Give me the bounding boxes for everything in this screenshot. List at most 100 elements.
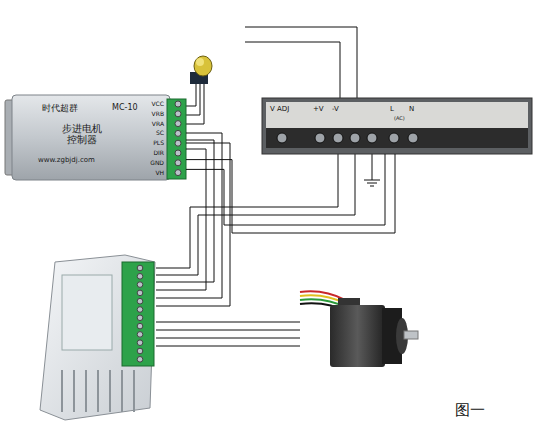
pin-name: DIR bbox=[153, 150, 164, 156]
power-supply-housing bbox=[262, 98, 532, 154]
fin bbox=[133, 370, 135, 412]
fin bbox=[97, 370, 99, 412]
terminal-block bbox=[167, 99, 186, 179]
wire bbox=[186, 84, 204, 124]
wire bbox=[156, 152, 338, 268]
fin bbox=[73, 370, 75, 412]
driver-label-panel bbox=[62, 275, 112, 350]
screw bbox=[175, 121, 181, 127]
wire bbox=[156, 143, 230, 306]
ground-bar bbox=[367, 183, 377, 184]
node-text: V ADJ bbox=[270, 106, 289, 114]
terminal-screws bbox=[277, 133, 418, 143]
power-supply-box: V ADJ +V -V L N (AC) bbox=[262, 98, 532, 154]
node-text: (AC) bbox=[394, 116, 405, 122]
screw bbox=[333, 133, 343, 143]
screw bbox=[389, 133, 399, 143]
terminal-row bbox=[266, 128, 528, 148]
screw bbox=[408, 133, 418, 143]
wire bbox=[245, 27, 357, 104]
screw bbox=[137, 274, 143, 280]
node-text: +V bbox=[313, 106, 324, 114]
power-wire bbox=[186, 154, 395, 233]
motor-body bbox=[330, 305, 385, 367]
screw bbox=[175, 170, 181, 176]
screw bbox=[175, 160, 181, 166]
screw bbox=[367, 133, 377, 143]
screw bbox=[137, 298, 143, 304]
stepper-motor bbox=[300, 291, 418, 367]
screw bbox=[137, 323, 143, 329]
screw bbox=[137, 348, 143, 354]
ground-bar bbox=[370, 186, 374, 187]
fin bbox=[121, 370, 123, 412]
wire bbox=[245, 42, 340, 104]
pin-name: PLS bbox=[153, 140, 164, 146]
screw bbox=[137, 265, 143, 271]
screw bbox=[137, 282, 143, 288]
node-text: www.zgbjdj.com bbox=[38, 157, 95, 165]
screw bbox=[137, 290, 143, 296]
screw bbox=[137, 307, 143, 313]
screw bbox=[175, 130, 181, 136]
screw bbox=[350, 133, 360, 143]
heat-fins bbox=[62, 370, 134, 412]
controller-body bbox=[12, 95, 170, 180]
power-wires bbox=[156, 152, 355, 275]
ground-bar bbox=[364, 180, 380, 181]
screw bbox=[137, 332, 143, 338]
pin-name: VH bbox=[155, 170, 164, 176]
node-text: MC-10 bbox=[112, 104, 138, 113]
fin bbox=[61, 370, 63, 412]
pin-name: VRA bbox=[152, 121, 164, 127]
pot-knob-top bbox=[196, 58, 204, 66]
wire bbox=[186, 84, 200, 115]
wire bbox=[156, 338, 300, 339]
potentiometer bbox=[186, 56, 212, 124]
screw bbox=[175, 111, 181, 117]
pin-name: VRB bbox=[152, 111, 164, 117]
terminal-screws bbox=[137, 265, 143, 362]
pot-knob bbox=[194, 56, 212, 76]
terminal-legend-strip bbox=[266, 102, 528, 128]
terminal-block bbox=[122, 262, 154, 366]
controller-box: 时代超群 MC-10 步进电机 控制器 www.zgbjdj.com bbox=[12, 95, 167, 180]
terminal-screws bbox=[175, 101, 181, 176]
wire bbox=[156, 152, 355, 275]
screw bbox=[175, 140, 181, 146]
screw bbox=[137, 315, 143, 321]
motor-wires bbox=[156, 322, 300, 346]
driver-body bbox=[40, 255, 155, 420]
wire bbox=[156, 346, 300, 347]
wire bbox=[156, 140, 214, 282]
pin-name: SC bbox=[156, 130, 164, 136]
screw bbox=[315, 133, 325, 143]
pin-name: GND bbox=[150, 160, 164, 166]
motor-shaft bbox=[404, 331, 418, 339]
node-text: -V bbox=[332, 106, 339, 114]
pin-name: VCC bbox=[152, 101, 164, 107]
wire bbox=[156, 322, 300, 323]
fin bbox=[109, 370, 111, 412]
screw bbox=[137, 357, 143, 363]
fin bbox=[85, 370, 87, 412]
node-text: L bbox=[390, 106, 394, 114]
ac-wires bbox=[245, 27, 357, 104]
signal-wires bbox=[156, 133, 230, 306]
node-text: 时代超群 bbox=[42, 104, 78, 114]
screw bbox=[175, 150, 181, 156]
screw bbox=[175, 101, 181, 107]
node-text: N bbox=[409, 106, 414, 114]
controller-housing bbox=[5, 95, 186, 180]
wire bbox=[186, 84, 196, 106]
node-text: 步进电机 控制器 bbox=[60, 123, 104, 145]
supply-frame bbox=[262, 98, 532, 154]
screw bbox=[277, 133, 287, 143]
ground-symbol bbox=[364, 150, 380, 186]
wire bbox=[156, 330, 300, 331]
screw bbox=[137, 340, 143, 346]
figure-caption: 图一 bbox=[455, 403, 485, 418]
